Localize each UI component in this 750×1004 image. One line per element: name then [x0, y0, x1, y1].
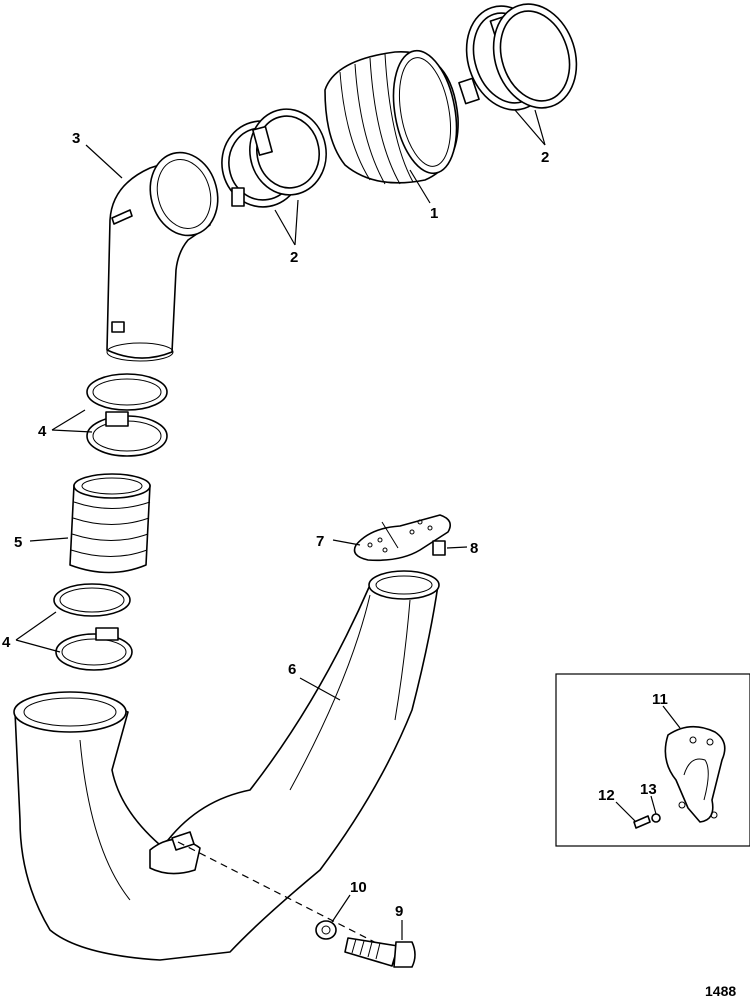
- callout-9: 9: [395, 903, 403, 920]
- callout-4a: 4: [38, 423, 47, 440]
- callout-2a: 2: [541, 149, 549, 166]
- callout-6: 6: [288, 661, 296, 678]
- clip: [432, 540, 446, 556]
- detail-inset: [555, 673, 750, 847]
- hose-clamp-pair-upper-left: [86, 373, 168, 457]
- callout-2b: 2: [290, 249, 298, 266]
- callout-4b: 4: [2, 634, 11, 651]
- callout-11: 11: [652, 691, 668, 708]
- hose-clamp-pair-upper-right: [458, 3, 578, 111]
- callout-5: 5: [14, 534, 22, 551]
- exhaust-elbow-pipe: [106, 151, 219, 362]
- callout-12: 12: [598, 787, 615, 804]
- figure-number: 1488: [705, 983, 736, 999]
- washer: [315, 920, 337, 940]
- callout-7: 7: [316, 533, 324, 550]
- bolt-alignment-line: [177, 841, 401, 956]
- callout-1: 1: [430, 205, 438, 222]
- y-pipe-exhaust: [13, 570, 440, 961]
- callout-10: 10: [350, 879, 367, 896]
- callout-13: 13: [640, 781, 657, 798]
- leader-lines: [15, 109, 681, 940]
- hose-clamp-pair-middle: [221, 108, 327, 208]
- shutter-plate: [353, 514, 451, 562]
- bellows-coupler: [69, 473, 151, 574]
- bolt: [344, 937, 416, 968]
- callout-3: 3: [72, 130, 80, 147]
- bellows-hose: [324, 49, 459, 185]
- callout-8: 8: [470, 540, 478, 557]
- hose-clamp-pair-lower-left: [53, 583, 133, 671]
